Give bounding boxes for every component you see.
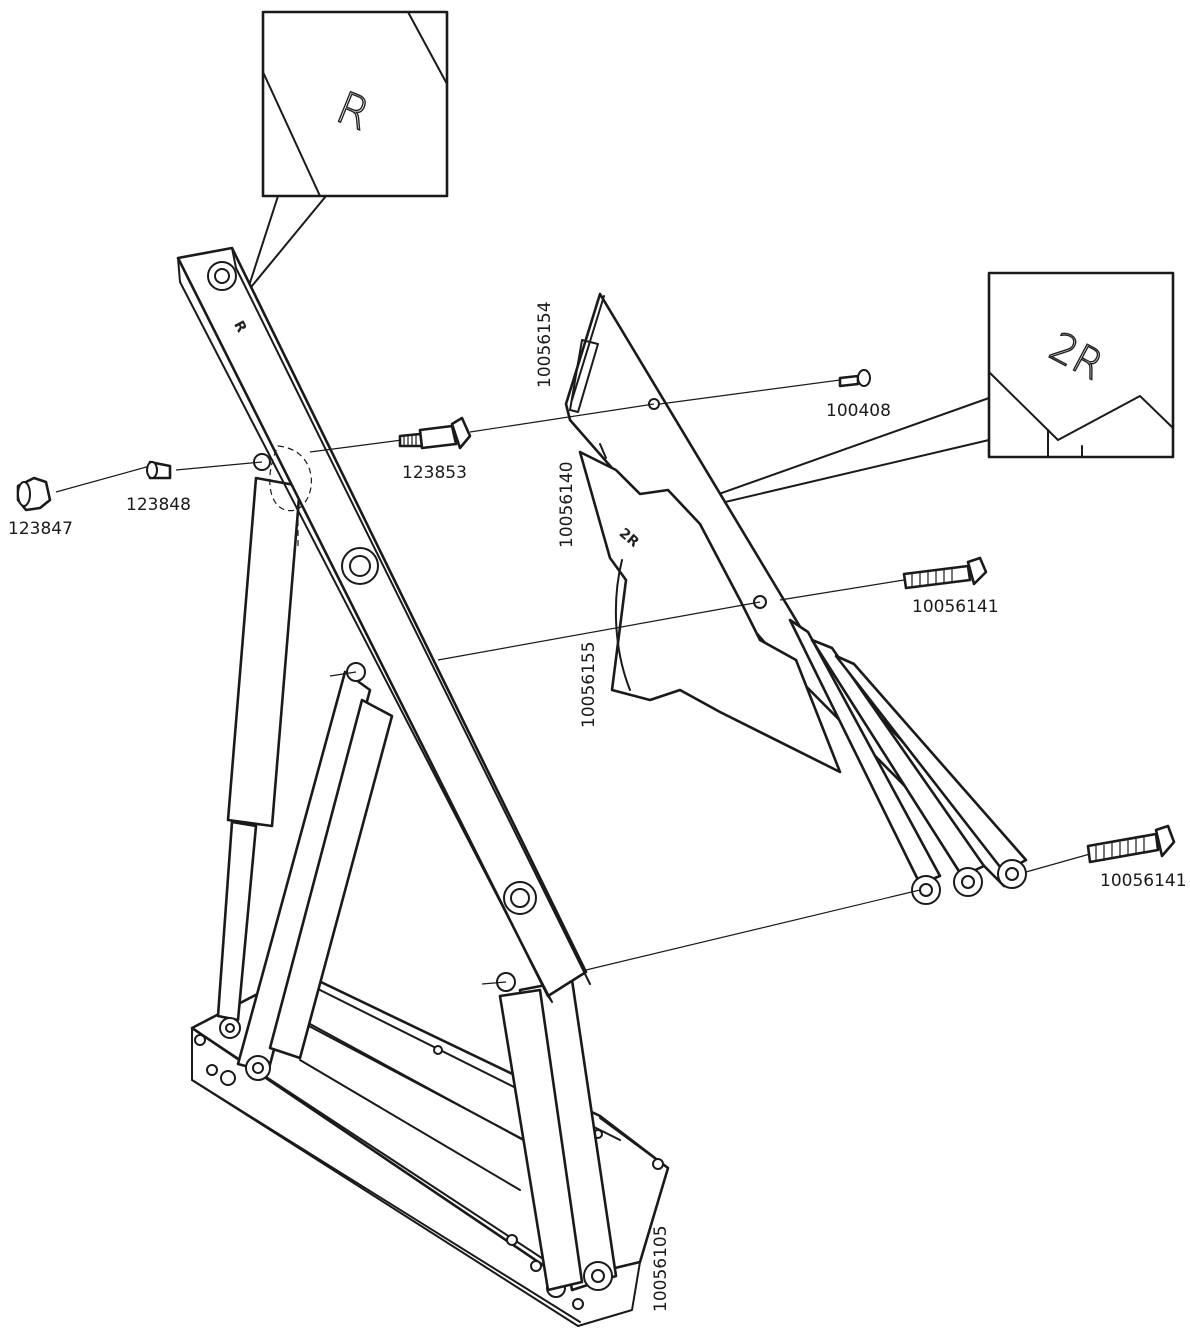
bolt-upper bbox=[902, 556, 988, 590]
explode-lines bbox=[55, 379, 1091, 985]
bolt-lower bbox=[1086, 824, 1176, 864]
detail-callout-r: R bbox=[246, 10, 449, 293]
label-10056141-upper: 10056141 bbox=[912, 597, 999, 617]
label-10056141-lower: 10056141 bbox=[1100, 871, 1187, 891]
label-10056155: 10056155 bbox=[579, 641, 599, 728]
detail-edge-line bbox=[1047, 429, 1083, 458]
label-10056140: 10056140 bbox=[557, 461, 577, 548]
detail-edge-line bbox=[407, 11, 448, 85]
main-arm: R bbox=[176, 246, 591, 1003]
lower-links bbox=[236, 670, 618, 1292]
label-10056154: 10056154 bbox=[535, 301, 555, 388]
gas-strut bbox=[216, 476, 302, 1039]
cap-nut bbox=[16, 476, 52, 512]
hinge-plate: 2R bbox=[578, 443, 842, 774]
bushing bbox=[146, 460, 172, 480]
label-10056105: 10056105 bbox=[651, 1225, 671, 1312]
parallel-links bbox=[648, 398, 1028, 905]
detail-edge-line bbox=[988, 371, 1174, 441]
part-labels: 10056154 10056140 10056141 10056141 1005… bbox=[8, 301, 1187, 1312]
shoulder-bolt bbox=[398, 416, 472, 450]
screw-small bbox=[838, 369, 871, 388]
label-123853: 123853 bbox=[402, 463, 467, 483]
detail-pointer-r bbox=[246, 195, 327, 293]
label-100408: 100408 bbox=[826, 401, 891, 421]
detail-edge-line bbox=[262, 71, 321, 197]
label-123848: 123848 bbox=[126, 495, 191, 515]
detail-callout-2r: 2R bbox=[639, 271, 1175, 523]
detail-box-r bbox=[261, 10, 449, 198]
label-123847: 123847 bbox=[8, 519, 73, 539]
